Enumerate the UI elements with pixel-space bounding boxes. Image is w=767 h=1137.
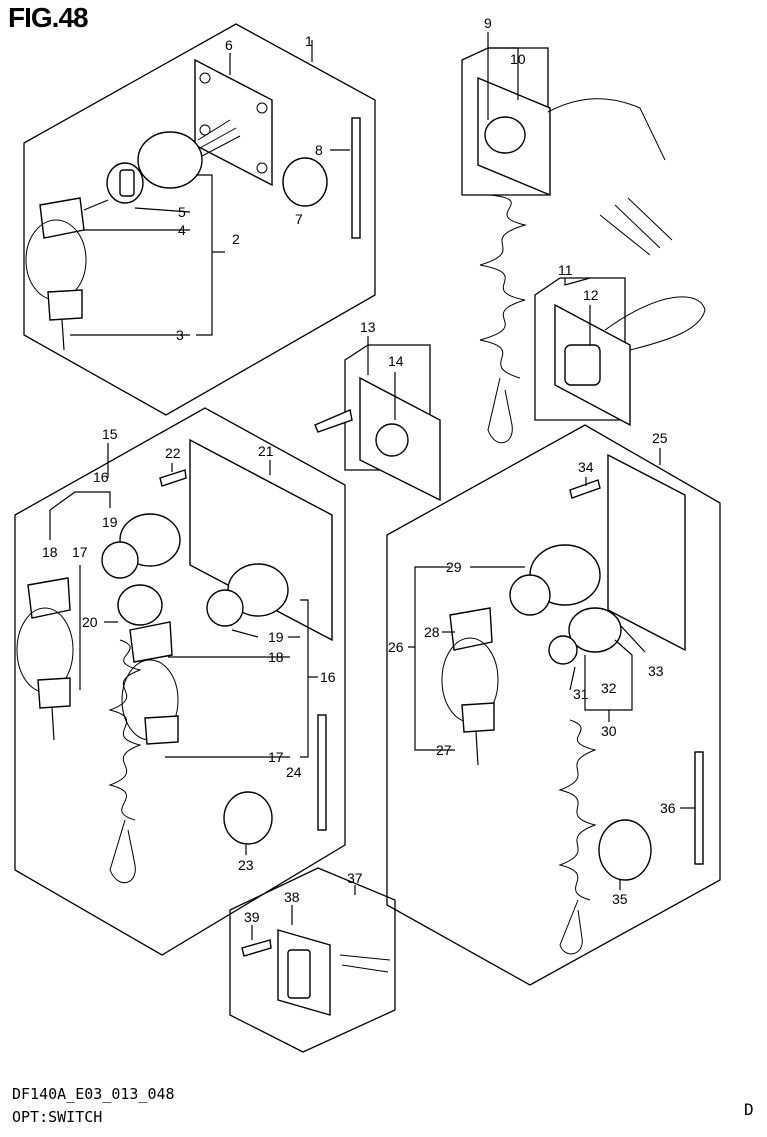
cap-23 bbox=[223, 791, 273, 845]
callout-5: 5 bbox=[178, 204, 186, 220]
stop-switch-32 bbox=[568, 607, 622, 653]
callout-12: 12 bbox=[583, 287, 599, 303]
callout-3: 3 bbox=[176, 327, 184, 343]
switch-12-wire bbox=[604, 296, 706, 351]
key-3 bbox=[47, 289, 83, 321]
callout-17-bottom: 17 bbox=[268, 749, 284, 765]
group-box-15 bbox=[14, 407, 346, 956]
callout-2: 2 bbox=[232, 231, 240, 247]
callout-28: 28 bbox=[424, 624, 440, 640]
callout-24: 24 bbox=[286, 764, 302, 780]
figure-code: DF140A_E03_013_048 bbox=[12, 1085, 175, 1103]
key-18-a bbox=[27, 577, 71, 619]
plate-33 bbox=[607, 453, 686, 652]
switch-38-wires bbox=[339, 954, 391, 973]
callout-1: 1 bbox=[305, 33, 313, 49]
callout-10: 10 bbox=[510, 51, 526, 67]
callout-25: 25 bbox=[652, 430, 668, 446]
figure-name: OPT:SWITCH bbox=[12, 1108, 103, 1126]
callout-19-top: 19 bbox=[102, 514, 118, 530]
callout-14: 14 bbox=[388, 353, 404, 369]
screw-34 bbox=[569, 479, 601, 499]
group-box-1 bbox=[23, 23, 376, 416]
callout-9: 9 bbox=[484, 15, 492, 31]
callout-19-mid: 19 bbox=[268, 629, 284, 645]
ignition-switch-body bbox=[137, 131, 203, 189]
key-27 bbox=[461, 702, 495, 733]
callout-4: 4 bbox=[178, 222, 186, 238]
callout-37: 37 bbox=[347, 870, 363, 886]
mounting-plate-6 bbox=[194, 58, 273, 187]
group-box-13 bbox=[344, 344, 431, 471]
callout-16-side: 16 bbox=[320, 669, 336, 685]
key-17-b bbox=[144, 715, 179, 745]
lanyard-clip bbox=[487, 377, 513, 443]
callout-38: 38 bbox=[284, 889, 300, 905]
cap-35 bbox=[598, 819, 652, 881]
callout-7: 7 bbox=[295, 211, 303, 227]
callout-32: 32 bbox=[601, 680, 617, 696]
lanyard-coil bbox=[479, 194, 527, 379]
callout-26: 26 bbox=[388, 639, 404, 655]
screw-39 bbox=[241, 939, 272, 957]
callout-16-top: 16 bbox=[93, 469, 109, 485]
callout-15: 15 bbox=[102, 426, 118, 442]
switch-cap-31 bbox=[548, 635, 578, 665]
lanyard-switch-9 bbox=[484, 116, 526, 154]
callout-18-mid: 18 bbox=[268, 649, 284, 665]
group-box-37 bbox=[229, 867, 396, 1053]
callout-31: 31 bbox=[573, 686, 589, 702]
callout-13: 13 bbox=[360, 319, 376, 335]
connector-wires bbox=[599, 197, 673, 256]
key-18-b bbox=[129, 621, 173, 663]
cable-tie-24 bbox=[317, 714, 327, 831]
group-box-25 bbox=[386, 424, 721, 986]
screw-13 bbox=[314, 409, 353, 433]
figure-title: FIG.48 bbox=[8, 2, 89, 33]
callout-23: 23 bbox=[238, 857, 254, 873]
cable-tie-8 bbox=[351, 117, 361, 239]
key-17-a bbox=[37, 677, 71, 709]
screw-22 bbox=[159, 469, 187, 487]
callout-36: 36 bbox=[660, 800, 676, 816]
callout-33: 33 bbox=[648, 663, 664, 679]
stop-switch-20 bbox=[117, 584, 163, 626]
callout-27: 27 bbox=[436, 742, 452, 758]
cable-tie-36 bbox=[694, 751, 704, 865]
callout-39: 39 bbox=[244, 909, 260, 925]
callout-22: 22 bbox=[165, 445, 181, 461]
callout-29: 29 bbox=[446, 559, 462, 575]
callout-18-top: 18 bbox=[42, 544, 58, 560]
switch-12 bbox=[564, 344, 601, 386]
callout-11: 11 bbox=[558, 262, 573, 278]
callout-35: 35 bbox=[612, 891, 628, 907]
callout-30: 30 bbox=[601, 723, 617, 739]
callout-6: 6 bbox=[225, 37, 233, 53]
key-28 bbox=[449, 607, 493, 651]
callout-8: 8 bbox=[315, 142, 323, 158]
callout-21: 21 bbox=[258, 443, 274, 459]
callout-17-top: 17 bbox=[72, 544, 88, 560]
rocker-switch-38 bbox=[287, 949, 311, 999]
switch-wires bbox=[197, 119, 241, 157]
plate-21 bbox=[189, 438, 333, 642]
callout-20: 20 bbox=[82, 614, 98, 630]
callout-34: 34 bbox=[578, 459, 594, 475]
key-slot-icon bbox=[119, 169, 135, 197]
cap-7 bbox=[282, 157, 328, 207]
knob-14 bbox=[375, 423, 409, 457]
lanyard-wire bbox=[547, 98, 666, 161]
lanyard-coil-25 bbox=[558, 719, 597, 901]
corner-code: D bbox=[744, 1100, 754, 1119]
lanyard-coil-15 bbox=[108, 639, 142, 821]
